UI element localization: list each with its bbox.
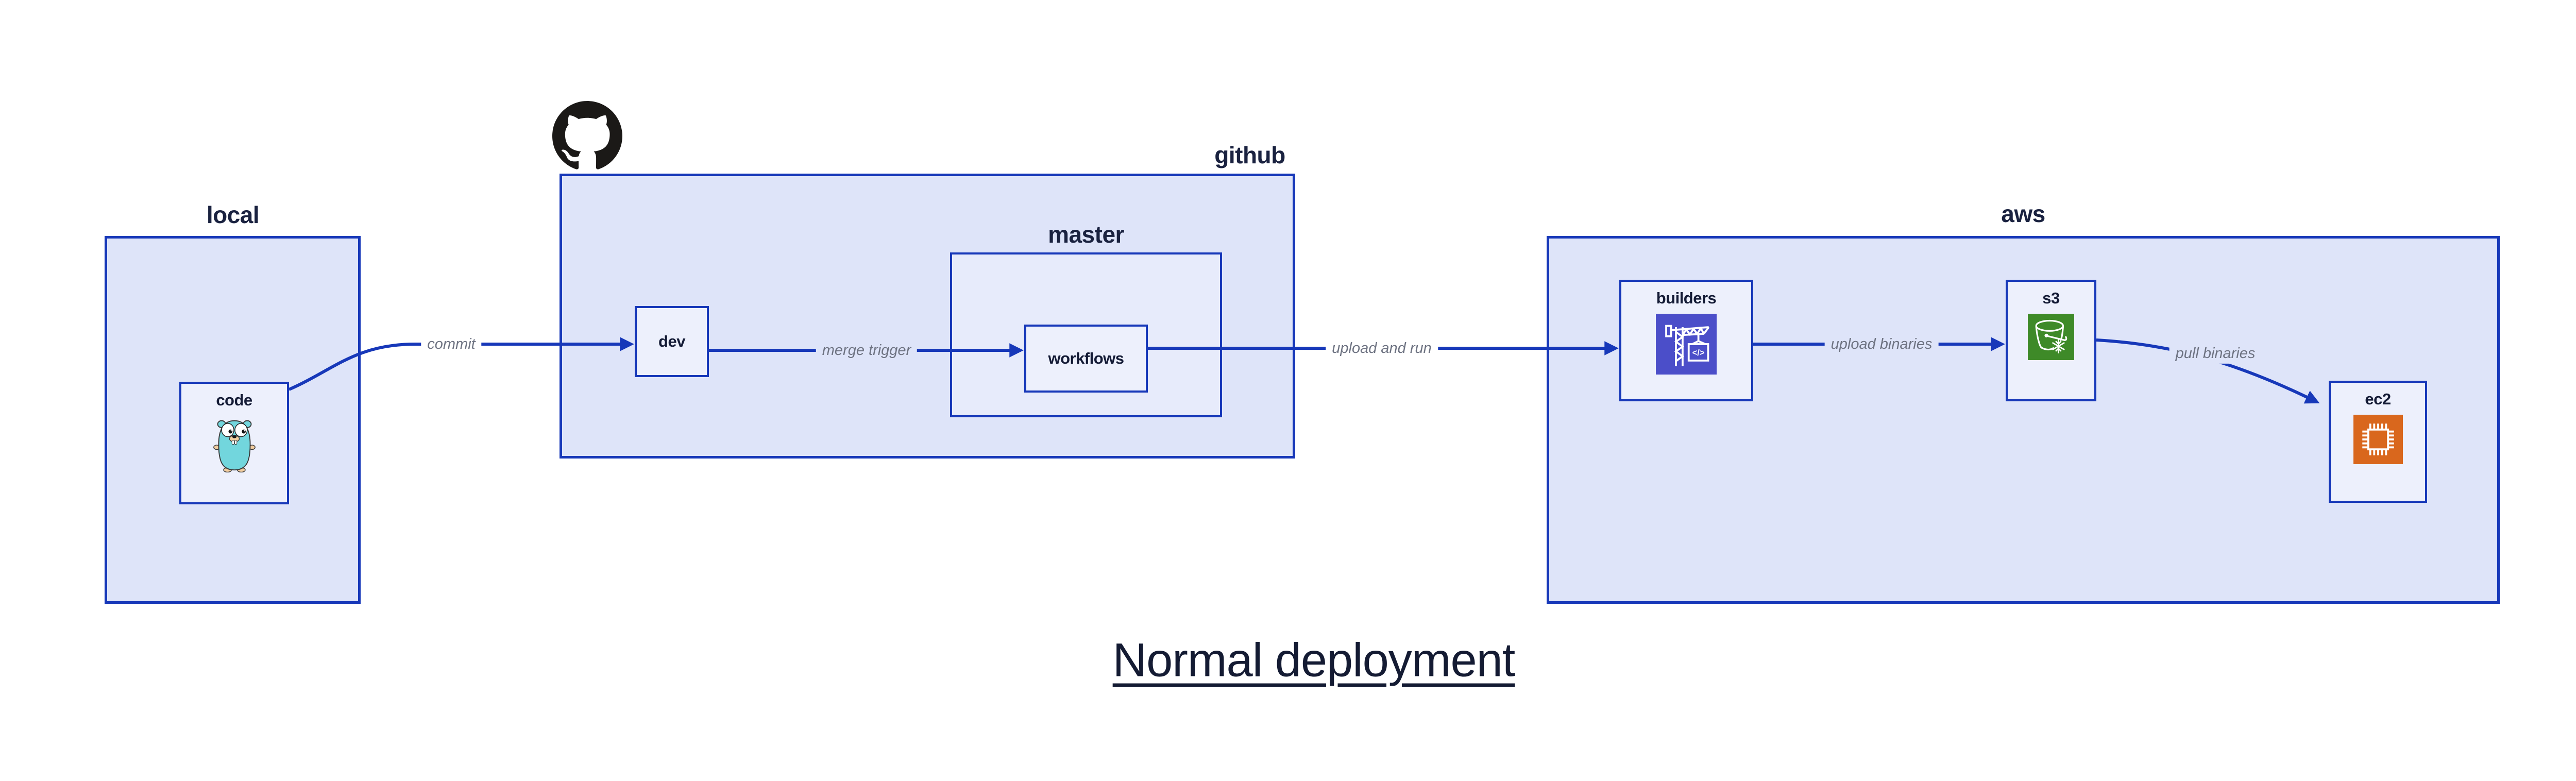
node-builders-label: builders <box>1656 289 1717 307</box>
node-s3: s3 <box>2006 280 2096 401</box>
node-dev: dev <box>635 306 709 377</box>
edge-label-upload-and-run: upload and run <box>1326 337 1438 359</box>
node-dev-label: dev <box>658 332 685 350</box>
edge-label-merge-trigger: merge trigger <box>816 339 918 361</box>
node-builders: builders </> <box>1619 280 1753 401</box>
cluster-master-label: master <box>1048 221 1124 248</box>
diagram-title: Normal deployment <box>1112 634 1516 687</box>
node-code-label: code <box>216 391 252 409</box>
node-ec2: ec2 <box>2329 381 2427 503</box>
github-octocat-icon <box>552 101 622 174</box>
node-ec2-label: ec2 <box>2365 390 2391 408</box>
ec2-chip-icon <box>2353 415 2403 467</box>
edge-label-commit: commit <box>421 333 482 355</box>
node-workflows: workflows <box>1024 325 1148 393</box>
cluster-local-label: local <box>206 201 260 228</box>
cluster-github-label: github <box>1214 142 1285 168</box>
node-s3-label: s3 <box>2042 289 2060 307</box>
codebuild-crane-icon: </> <box>1656 314 1717 377</box>
s3-glacier-bucket-icon <box>2028 314 2074 363</box>
node-code: code <box>179 382 289 504</box>
codebuild-glyph: </> <box>1692 348 1705 358</box>
edge-label-pull-binaries: pull binaries <box>2169 343 2262 364</box>
go-gopher-icon <box>212 416 257 475</box>
edge-label-upload-binaries: upload binaries <box>1824 333 1939 355</box>
cluster-aws-label: aws <box>2001 200 2045 227</box>
node-workflows-label: workflows <box>1048 349 1124 367</box>
